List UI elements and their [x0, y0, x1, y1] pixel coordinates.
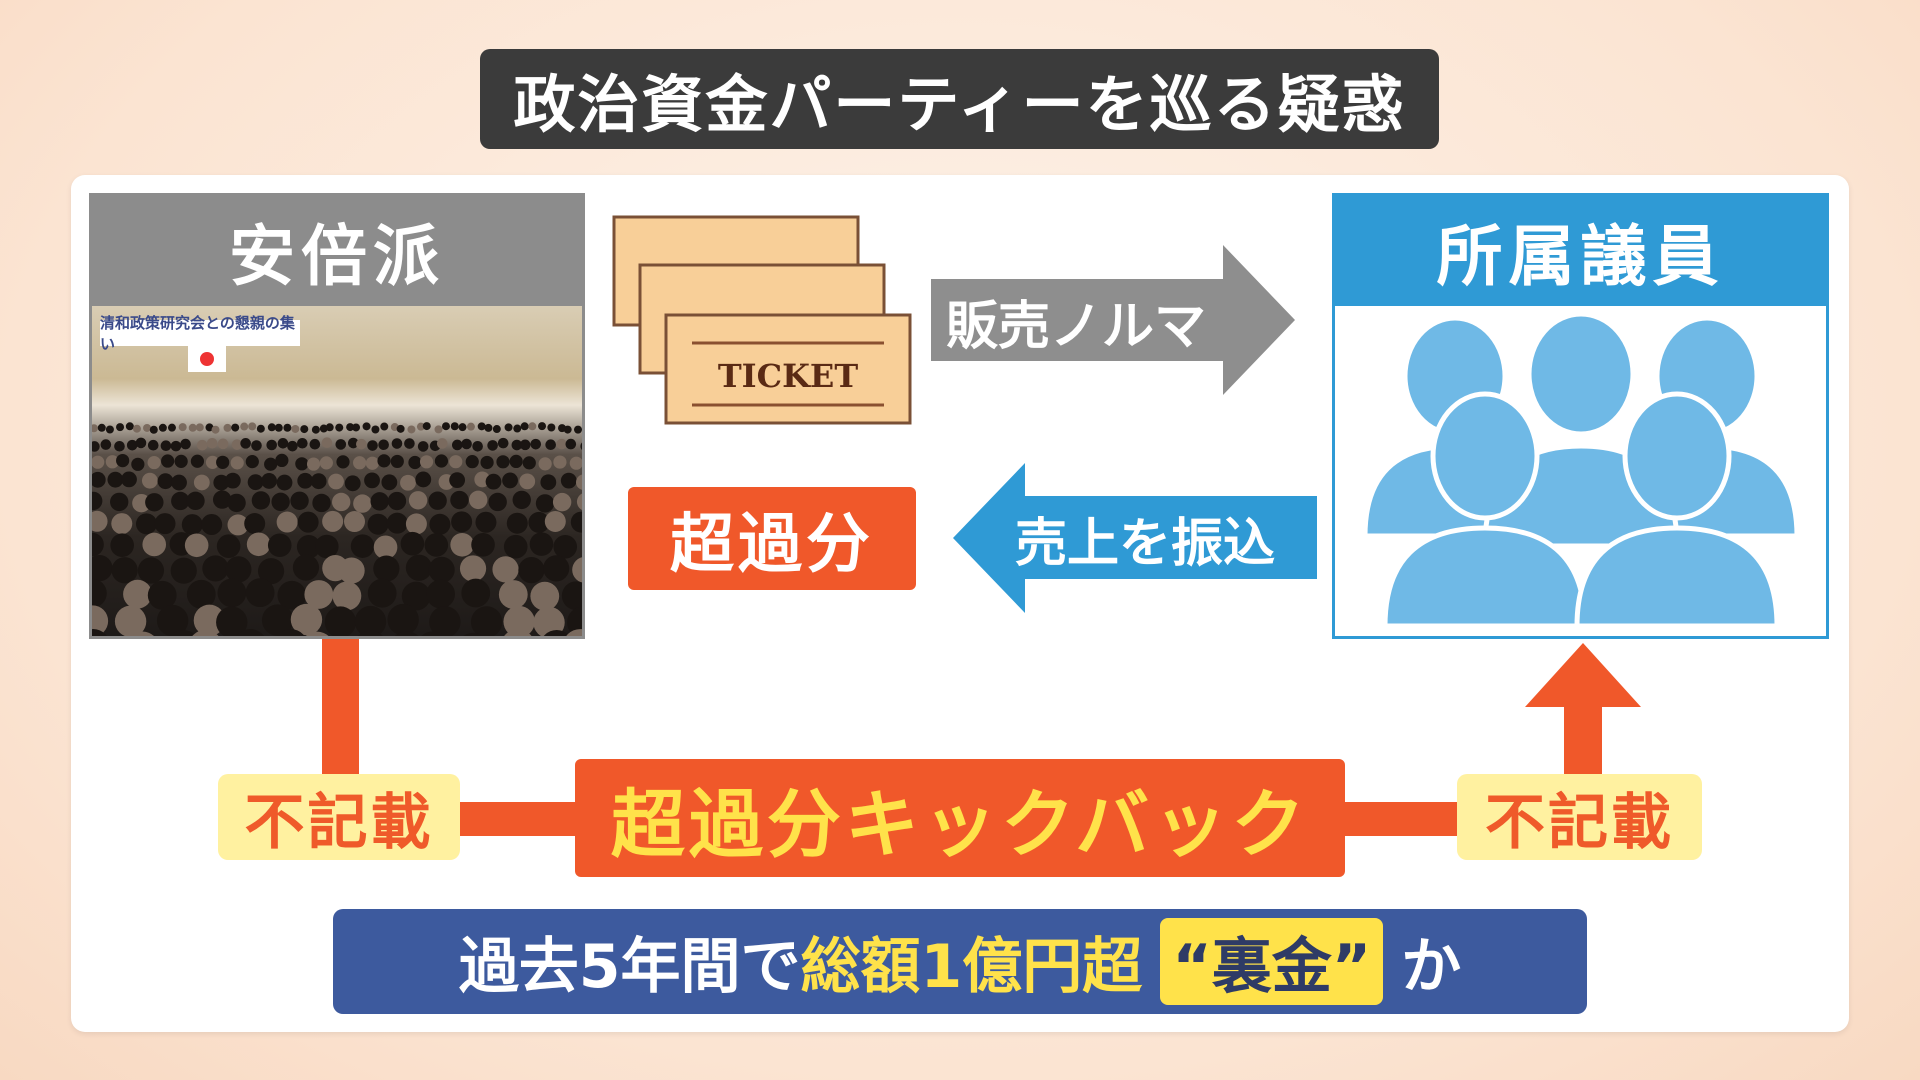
- kickback-label: 超過分キックバック: [575, 759, 1345, 877]
- unrecorded-right-badge: 不記載: [1457, 774, 1702, 860]
- page-title: 政治資金パーティーを巡る疑惑: [480, 49, 1439, 149]
- transfer-label: 売上を振込: [1015, 513, 1276, 574]
- transfer-arrow: [953, 463, 1317, 613]
- people-icon: [1362, 311, 1800, 629]
- party-photo: 清和政策研究会との懇親の集い: [92, 306, 582, 636]
- crowd-image: [92, 422, 582, 636]
- excess-label: 超過分: [628, 487, 916, 590]
- summary-part1: 過去5年間で: [458, 932, 801, 1002]
- summary-part2: 総額1億円超: [800, 932, 1143, 1002]
- summary-part4: か: [1401, 932, 1462, 1002]
- members-box: 所属議員: [1332, 193, 1829, 639]
- summary-highlight: “裏金”: [1160, 918, 1384, 1005]
- members-label: 所属議員: [1335, 196, 1826, 306]
- unrecorded-left-badge: 不記載: [218, 774, 460, 860]
- sales-quota-label: 販売ノルマ: [946, 296, 1207, 357]
- ticket-label: TICKET: [718, 357, 858, 395]
- flow-line-down: [322, 639, 359, 784]
- sales-quota-arrow: [931, 245, 1295, 395]
- tickets-icon: TICKET: [612, 215, 912, 425]
- flag-icon: [188, 346, 226, 372]
- faction-box: 安倍派 清和政策研究会との懇親の集い: [89, 193, 585, 639]
- up-arrow-icon: [1525, 643, 1641, 783]
- summary-bar: 過去5年間で 総額1億円超 “裏金” か: [333, 909, 1587, 1014]
- faction-label: 安倍派: [92, 196, 582, 306]
